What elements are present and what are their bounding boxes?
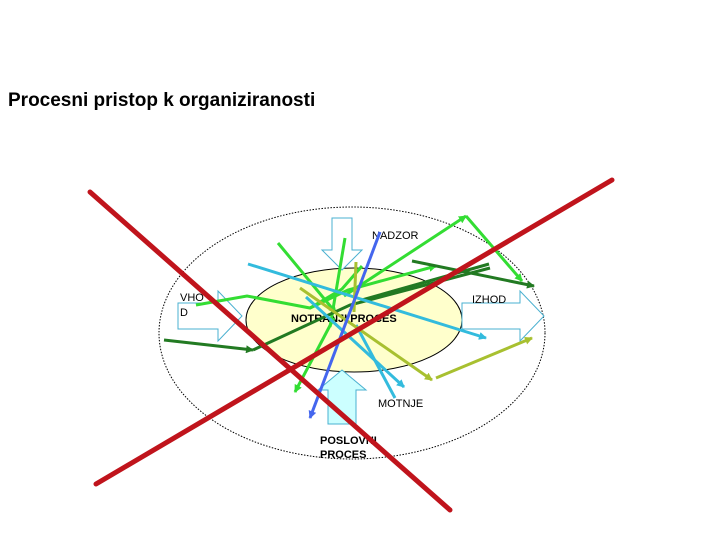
cyan-arrow-3 (354, 324, 397, 399)
disturbances-label: MOTNJE (378, 398, 423, 410)
red-cross (87, 177, 615, 513)
dark-green-arrow-3 (411, 259, 535, 289)
input-label-line2: D (180, 307, 188, 319)
cross-line-1 (87, 189, 453, 513)
slide-title: Procesni pristop k organiziranosti (8, 90, 316, 111)
output-arrow (461, 289, 545, 343)
olive-arrow-2 (435, 336, 533, 380)
olive-arrow-1 (299, 286, 433, 382)
green-arrow-4 (343, 214, 467, 298)
control-label: NADZOR (372, 230, 419, 242)
cyan-arrow-1 (247, 262, 487, 340)
business-process-label-line1: POSLOVNI (320, 435, 377, 447)
green-arrow-3 (276, 242, 338, 314)
business-process-label-line2: PROCES (320, 449, 366, 461)
cross-line-2 (93, 177, 615, 487)
blue-arrow-1 (308, 231, 382, 419)
cyan-arrow-2 (304, 295, 406, 389)
dark-green-arrow-4 (361, 262, 490, 302)
control-arrow (320, 217, 364, 271)
output-label: IZHOD (472, 294, 506, 306)
dark-green-arrow-1 (163, 338, 254, 354)
input-label-line1: VHO (180, 292, 204, 304)
